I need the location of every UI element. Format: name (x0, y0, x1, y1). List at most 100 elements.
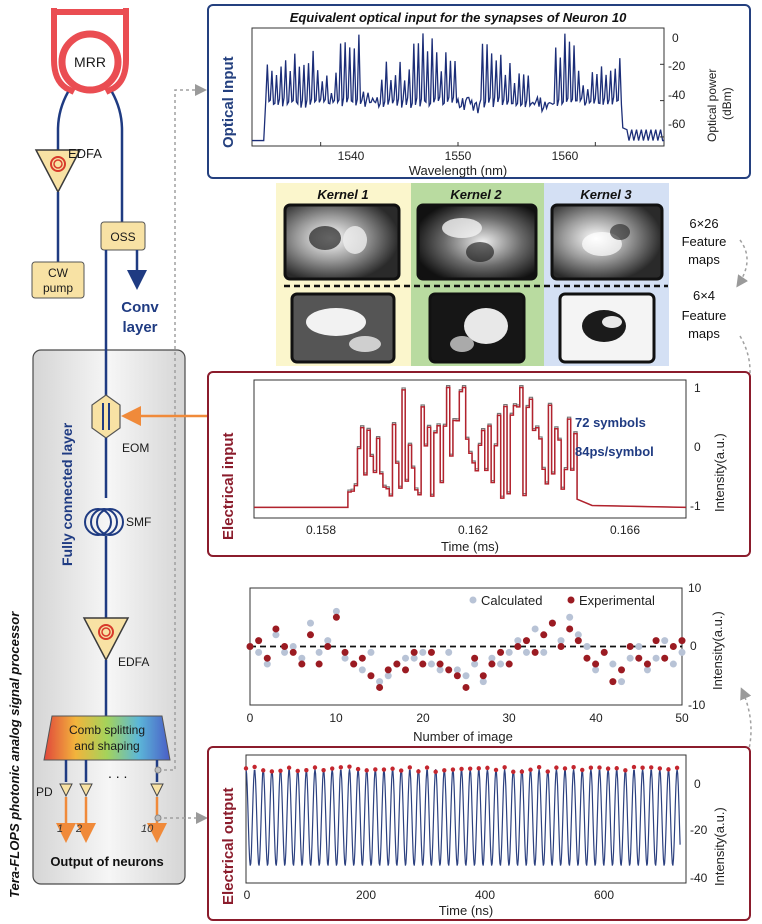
optical-ytick-20: -20 (668, 59, 686, 73)
ein-xlabel: Time (ms) (441, 539, 499, 554)
sample-point-13 (355, 766, 361, 772)
optical-xlabel: Wavelength (nm) (409, 163, 508, 178)
sample-point-5 (286, 765, 292, 770)
experimental-point-34 (540, 631, 548, 639)
sc-xtick-20: 20 (416, 711, 430, 725)
calculated-point-18 (402, 654, 410, 662)
edfa-bottom-label: EDFA (118, 655, 149, 669)
sample-point-21 (424, 765, 430, 770)
experimental-point-27 (479, 672, 487, 680)
sample-point-25 (459, 766, 464, 772)
channel-dots: . . . (108, 765, 127, 781)
calculated-point-22 (436, 666, 444, 674)
sc-ytick-m10: -10 (688, 698, 706, 712)
calculated-point-20 (419, 648, 427, 656)
experimental-point-5 (289, 648, 297, 656)
optical-input-panel: Optical Input Equivalent optical input f… (207, 4, 751, 179)
oss-box (100, 221, 146, 251)
sample-point-23 (442, 768, 447, 773)
electrical-input-waveform (254, 385, 687, 509)
sc-xtick-10: 10 (329, 711, 343, 725)
legend-experimental: Experimental (579, 593, 655, 608)
sample-point-26 (467, 766, 473, 771)
fm2-line-3: maps (688, 326, 720, 341)
sc-xtick-0: 0 (247, 711, 254, 725)
connector-fm1 (736, 239, 749, 288)
experimental-point-0 (246, 643, 254, 650)
smf-label: SMF (126, 515, 151, 529)
sample-point-39 (580, 767, 585, 773)
cw-pump-label-1: CW (48, 266, 69, 280)
optical-xtick-1550: 1550 (445, 149, 472, 163)
calculated-point-26 (471, 660, 479, 668)
conv-layer-label-1: Conv (121, 299, 159, 316)
calculated-point-2 (263, 660, 271, 668)
cw-pump-label-2: pump (43, 281, 73, 295)
sample-point-35 (545, 769, 550, 774)
optical-input-frame (207, 4, 751, 179)
calculated-point-7 (306, 619, 314, 627)
experimental-point-4 (281, 643, 289, 650)
experimental-point-12 (350, 660, 358, 668)
left-schematic: MRR EDFA CW pump OSS Conv layer Tera-FLO… (7, 8, 186, 898)
sample-point-20 (416, 769, 421, 774)
ein-ytick-0: 0 (694, 440, 701, 454)
sc-xtick-30: 30 (502, 711, 516, 725)
calculated-point-32 (522, 648, 530, 656)
neuron-number-2: 2 (75, 823, 82, 835)
electrical-input-plot-area (253, 379, 687, 519)
experimental-point-1 (255, 637, 263, 645)
sample-point-38 (571, 765, 576, 770)
sample-point-2 (261, 768, 266, 773)
calculated-point-28 (488, 654, 496, 662)
comb-label-1: Comb splitting (69, 723, 145, 737)
experimental-point-47 (652, 637, 660, 645)
calculated-point-23 (445, 648, 453, 656)
optical-xtick-1540: 1540 (338, 149, 365, 163)
optical-input-title: Equivalent optical input for the synapse… (290, 10, 627, 25)
experimental-point-37 (566, 625, 574, 633)
experimental-point-15 (376, 683, 384, 691)
calculated-point-24 (453, 666, 461, 674)
calculated-point-3 (272, 631, 280, 639)
calculated-point-50 (678, 648, 686, 656)
electrical-output-side-label: Electrical output (220, 787, 237, 905)
electrical-input-measured (254, 386, 687, 509)
calculated-point-10 (332, 607, 340, 615)
sample-point-19 (407, 765, 413, 770)
calculated-point-9 (324, 637, 332, 645)
calculated-point-5 (289, 643, 297, 650)
kernels-panel: Kernel 1 Kernel 2 Kernel 3 6×26 Feature … (276, 183, 726, 366)
eout-ytick-40: -40 (690, 871, 708, 885)
sample-point-12 (347, 764, 352, 769)
calculated-point-36 (557, 637, 565, 645)
eout-xtick-400: 400 (475, 888, 495, 902)
conv-layer-label-2: layer (122, 319, 157, 336)
calculated-point-16 (384, 672, 392, 680)
oss-label: OSS (110, 230, 135, 244)
experimental-point-41 (600, 648, 608, 656)
sample-point-34 (536, 764, 542, 770)
electrical-output-waveform (243, 764, 681, 866)
sc-ylabel: Intensity(a.u.) (710, 611, 725, 690)
experimental-point-36 (557, 643, 565, 650)
sc-xtick-50: 50 (675, 711, 689, 725)
experimental-point-44 (626, 643, 634, 650)
experimental-point-20 (419, 660, 427, 668)
sample-point-29 (493, 767, 499, 773)
kernel-2-label: Kernel 2 (450, 187, 502, 202)
calculated-point-14 (367, 648, 375, 656)
experimental-point-30 (505, 660, 513, 668)
eout-xtick-600: 600 (594, 888, 614, 902)
sample-point-27 (476, 766, 481, 771)
calculated-point-39 (583, 643, 591, 650)
calculated-point-1 (255, 648, 263, 656)
sample-point-42 (605, 766, 611, 771)
cw-pump-box (31, 261, 85, 299)
experimental-point-48 (661, 654, 669, 662)
experimental-point-3 (272, 625, 280, 633)
eout-xtick-0: 0 (244, 888, 251, 902)
electrical-output-panel: Electrical output 0 200 400 600 Time (ns… (207, 746, 751, 921)
sample-point-11 (338, 765, 344, 770)
